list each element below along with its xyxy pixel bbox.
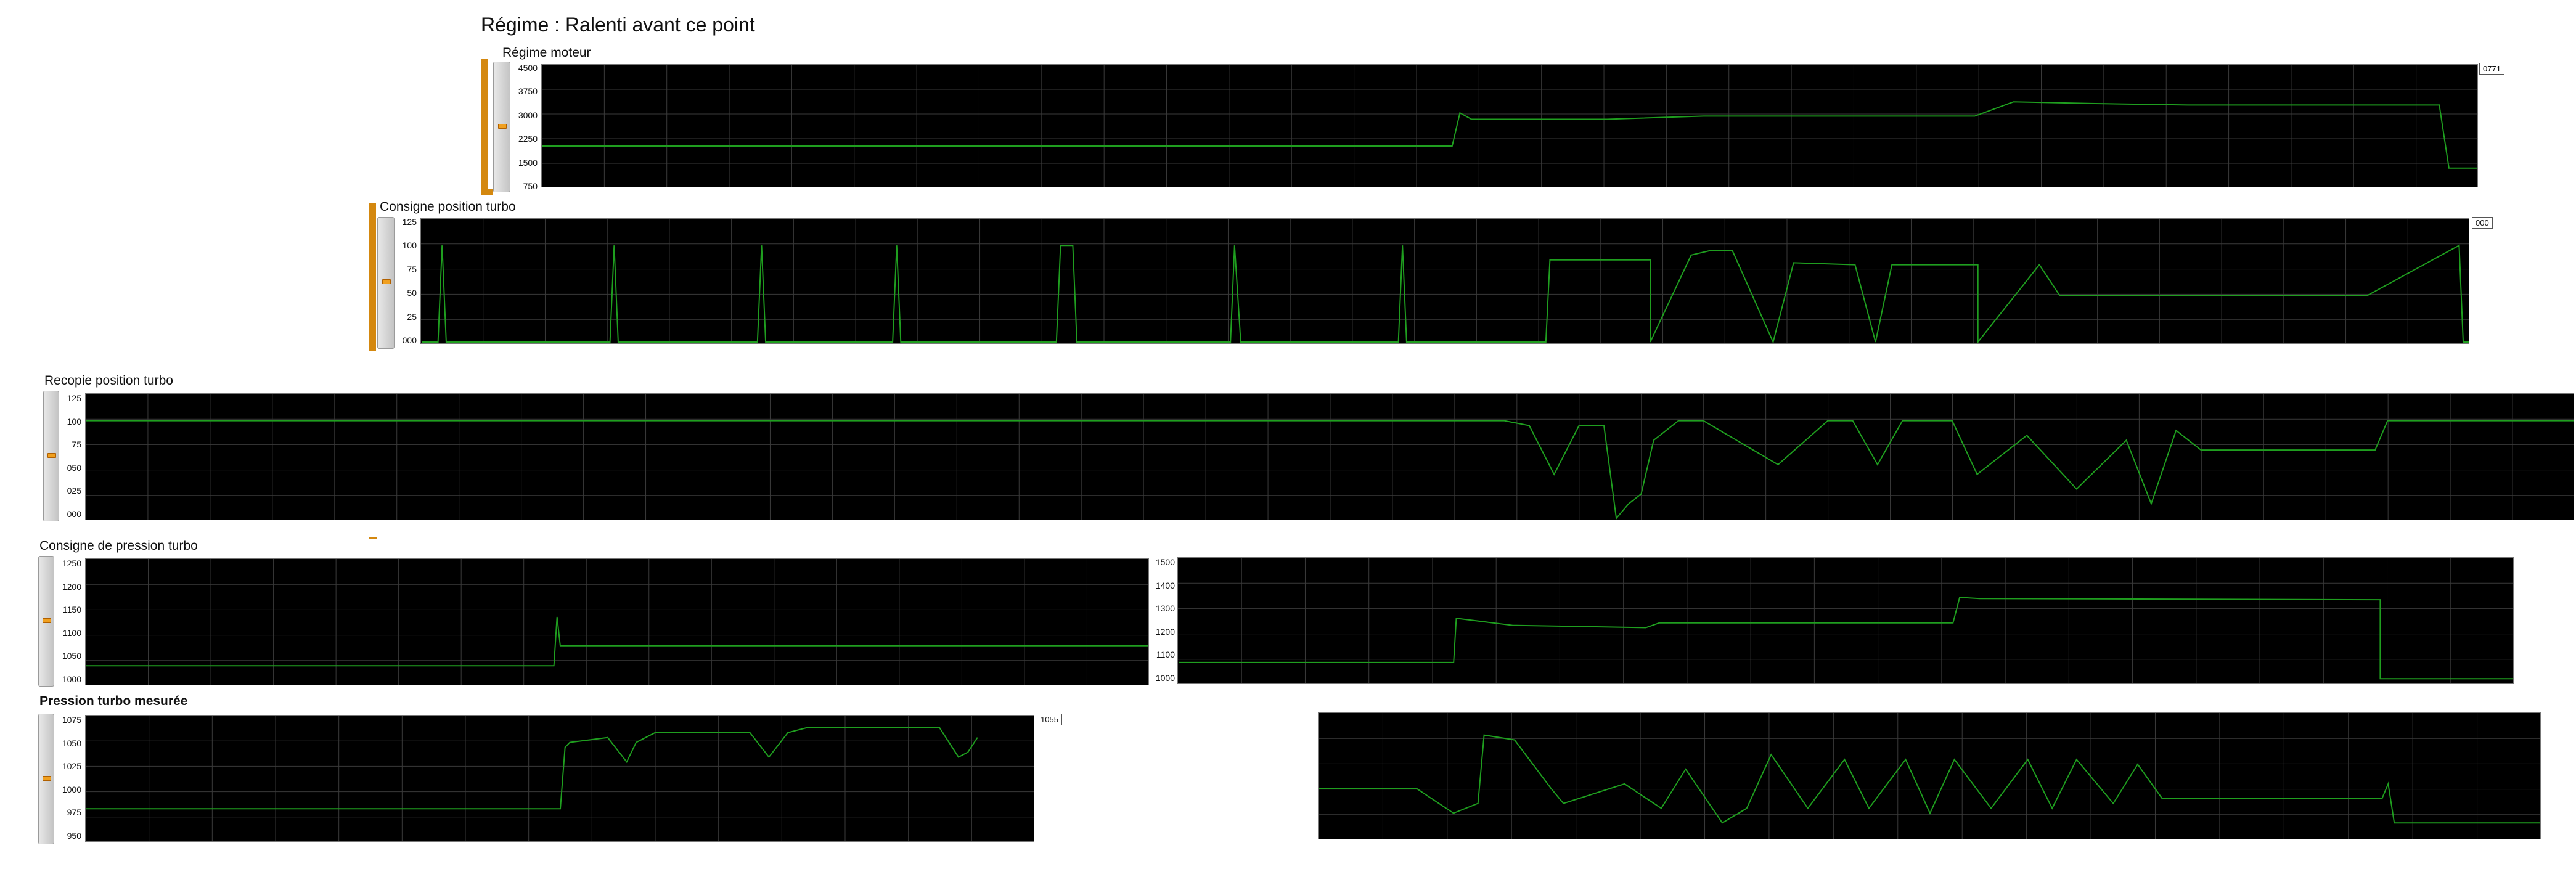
- series-line: [86, 616, 1148, 667]
- y-tick-label: 950: [67, 831, 81, 841]
- series-line: [542, 101, 2477, 169]
- y-tick-label: 975: [67, 807, 81, 818]
- series-line: [422, 244, 2469, 343]
- y-tick-label: 1200: [62, 581, 81, 592]
- y-tick-label: 3750: [518, 86, 538, 97]
- series-line: [1179, 597, 2513, 680]
- y-tick-label: 1000: [1155, 673, 1175, 683]
- plot-area-regime: [541, 64, 2478, 187]
- zoom-slider[interactable]: [377, 217, 395, 349]
- y-tick-label: 1500: [1155, 557, 1175, 567]
- plot-area-pression-mesuree-right: [1318, 712, 2541, 839]
- y-axis-ticks: 1500 1400 1300 1200 1100 1000: [1148, 557, 1175, 683]
- panel-accent-bar: [369, 203, 376, 351]
- y-tick-label: 1400: [1155, 580, 1175, 590]
- zoom-slider[interactable]: [38, 556, 54, 687]
- chart-title-pression-mesuree: Pression turbo mesurée: [39, 694, 188, 708]
- y-tick-label: 1200: [1155, 626, 1175, 637]
- slider-thumb[interactable]: [43, 618, 51, 623]
- panel-accent-bar: [488, 189, 493, 195]
- y-tick-label: 3000: [518, 110, 538, 120]
- panel-accent-bar: [481, 59, 488, 195]
- y-tick-label: 1000: [62, 674, 81, 684]
- zoom-slider[interactable]: [43, 391, 59, 521]
- series-line: [1319, 734, 2540, 824]
- value-box-consigne-position: 000: [2472, 217, 2493, 229]
- plot-area-pression-mesuree-left: [85, 715, 1034, 842]
- y-tick-label: 1100: [1156, 650, 1175, 660]
- plot-area-consigne-pression-right: [1177, 557, 2514, 684]
- y-tick-label: 100: [402, 240, 417, 251]
- zoom-slider[interactable]: [493, 62, 510, 192]
- y-axis-ticks: 125 100 75 50 25 000: [393, 217, 417, 345]
- plot-area-recopie-position: [85, 393, 2574, 520]
- y-tick-label: 125: [402, 217, 417, 227]
- y-tick-label: 125: [67, 393, 81, 403]
- y-axis-ticks: 1075 1050 1025 1000 975 950: [53, 715, 81, 841]
- y-tick-label: 1050: [62, 738, 81, 748]
- value-box-regime: 0771: [2479, 63, 2504, 75]
- y-axis-ticks: 1250 1200 1150 1100 1050 1000: [53, 558, 81, 684]
- slider-thumb[interactable]: [47, 453, 56, 458]
- y-tick-label: 1050: [62, 651, 81, 661]
- slider-thumb[interactable]: [382, 279, 391, 284]
- slider-thumb[interactable]: [498, 124, 507, 129]
- y-tick-label: 1150: [62, 605, 81, 615]
- y-tick-label: 000: [67, 509, 81, 519]
- y-tick-label: 000: [402, 335, 417, 345]
- y-tick-label: 1025: [62, 761, 81, 772]
- chart-title-consigne-pression: Consigne de pression turbo: [39, 539, 198, 553]
- plot-area-consigne-pression-left: [85, 558, 1149, 685]
- y-tick-label: 1500: [518, 157, 538, 168]
- y-tick-label: 2250: [518, 134, 538, 144]
- series-line: [86, 420, 2574, 520]
- plot-area-consigne-position: [420, 218, 2469, 344]
- y-tick-label: 1075: [62, 715, 81, 725]
- y-tick-label: 4500: [518, 63, 538, 73]
- chart-title-regime: Régime moteur: [502, 46, 591, 60]
- y-tick-label: 50: [407, 288, 417, 298]
- y-tick-label: 1000: [62, 784, 81, 794]
- y-tick-label: 25: [407, 311, 417, 322]
- y-axis-ticks: 4500 3750 3000 2250 1500 750: [509, 63, 538, 191]
- value-box-pression-mesuree: 1055: [1037, 714, 1062, 725]
- y-tick-label: 750: [523, 181, 538, 191]
- cursor-marker: [369, 537, 377, 539]
- page-title: Régime : Ralenti avant ce point: [481, 14, 755, 36]
- chart-title-recopie-position: Recopie position turbo: [44, 373, 173, 388]
- y-tick-label: 100: [67, 416, 81, 426]
- y-tick-label: 1300: [1155, 603, 1175, 614]
- y-tick-label: 75: [407, 264, 417, 274]
- y-axis-ticks: 125 100 75 050 025 000: [58, 393, 81, 519]
- y-tick-label: 1250: [62, 558, 81, 568]
- y-tick-label: 1100: [62, 627, 81, 638]
- zoom-slider[interactable]: [38, 714, 54, 844]
- y-tick-label: 75: [72, 439, 81, 450]
- y-tick-label: 025: [67, 486, 81, 496]
- slider-thumb[interactable]: [43, 776, 51, 781]
- y-tick-label: 050: [67, 462, 81, 473]
- series-line: [86, 727, 978, 810]
- chart-title-consigne-position: Consigne position turbo: [380, 200, 516, 214]
